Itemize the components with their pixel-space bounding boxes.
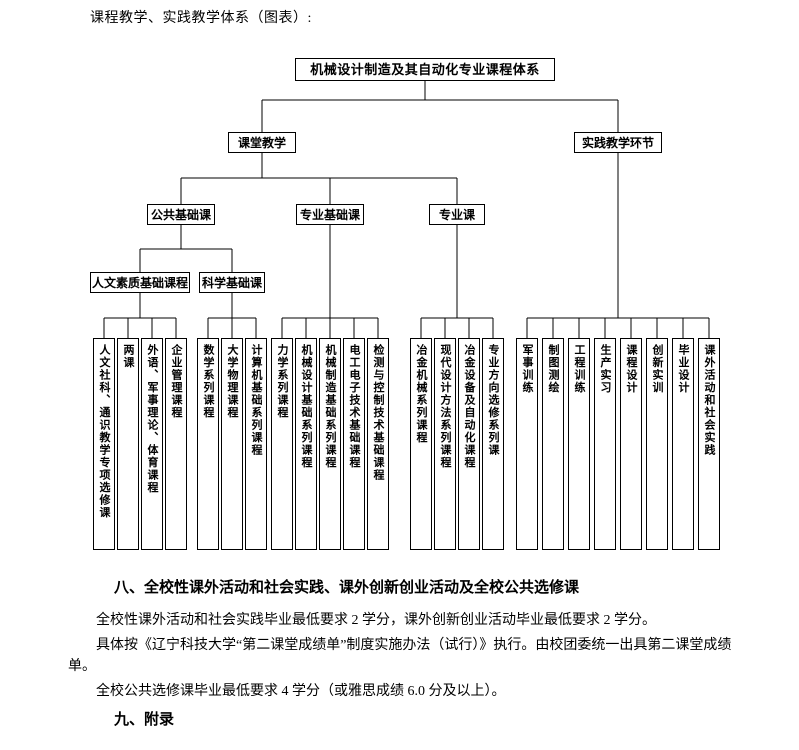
leaf-course: 生产实习 xyxy=(594,338,616,550)
leaf-course: 冶金机械系列课程 xyxy=(410,338,432,550)
node-public-basic-courses: 公共基础课 xyxy=(147,204,215,225)
leaf-course: 电工电子技术基础课程 xyxy=(343,338,365,550)
node-major-basic-courses: 专业基础课 xyxy=(296,204,364,225)
leaf-course: 工程训练 xyxy=(568,338,590,550)
leaf-course: 企业管理课程 xyxy=(165,338,187,550)
curriculum-diagram: 机械设计制造及其自动化专业课程体系 课堂教学 实践教学环节 公共基础课 专业基础… xyxy=(90,58,720,550)
intro-text: 课程教学、实践教学体系（图表）: xyxy=(90,11,312,26)
leaf-course: 冶金设备及自动化课程 xyxy=(458,338,480,550)
node-classroom-teaching: 课堂教学 xyxy=(228,132,296,153)
leaf-course: 两课 xyxy=(117,338,139,550)
leaf-course: 力学系列课程 xyxy=(271,338,293,550)
body-text: 八、全校性课外活动和社会实践、课外创新创业活动及全校公共选修课 全校性课外活动和… xyxy=(68,578,734,729)
leaf-course: 军事训练 xyxy=(516,338,538,550)
leaf-course: 大学物理课程 xyxy=(221,338,243,550)
leaf-course: 创新实训 xyxy=(646,338,668,550)
node-root: 机械设计制造及其自动化专业课程体系 xyxy=(295,58,555,81)
paragraph-activities: 全校性课外活动和社会实践毕业最低要求 2 学分，课外创新创业活动毕业最低要求 2… xyxy=(96,613,656,628)
node-practice-teaching: 实践教学环节 xyxy=(574,132,662,153)
leaf-course: 计算机基础系列课程 xyxy=(245,338,267,550)
leaf-course: 检测与控制技术基础课程 xyxy=(367,338,389,550)
node-major-courses: 专业课 xyxy=(429,204,485,225)
leaf-course: 毕业设计 xyxy=(672,338,694,550)
leaf-course: 机械设计基础系列课程 xyxy=(295,338,317,550)
leaf-course: 人文社科、通识教学专项选修课 xyxy=(93,338,115,550)
paragraph-electives: 全校公共选修课毕业最低要求 4 学分（或雅思成绩 6.0 分及以上）。 xyxy=(96,684,506,699)
leaf-course: 现代设计方法系列课程 xyxy=(434,338,456,550)
heading-section-9: 九、附录 xyxy=(114,711,175,728)
leaf-course: 专业方向选修系列课 xyxy=(482,338,504,550)
leaf-course: 数学系列课程 xyxy=(197,338,219,550)
leaf-course: 制图测绘 xyxy=(542,338,564,550)
node-science-basic-courses: 科学基础课 xyxy=(199,272,265,293)
leaf-course: 外语、军事理论、体育课程 xyxy=(141,338,163,550)
leaf-course: 课程设计 xyxy=(620,338,642,550)
leaf-course: 课外活动和社会实践 xyxy=(698,338,720,550)
heading-section-8: 八、全校性课外活动和社会实践、课外创新创业活动及全校公共选修课 xyxy=(114,579,580,596)
leaf-course: 机械制造基础系列课程 xyxy=(319,338,341,550)
paragraph-transcript: 具体按《辽宁科技大学“第二课堂成绩单”制度实施办法（试行）》执行。由校团委统一出… xyxy=(68,638,732,674)
node-humanities-basic-courses: 人文素质基础课程 xyxy=(90,272,190,293)
